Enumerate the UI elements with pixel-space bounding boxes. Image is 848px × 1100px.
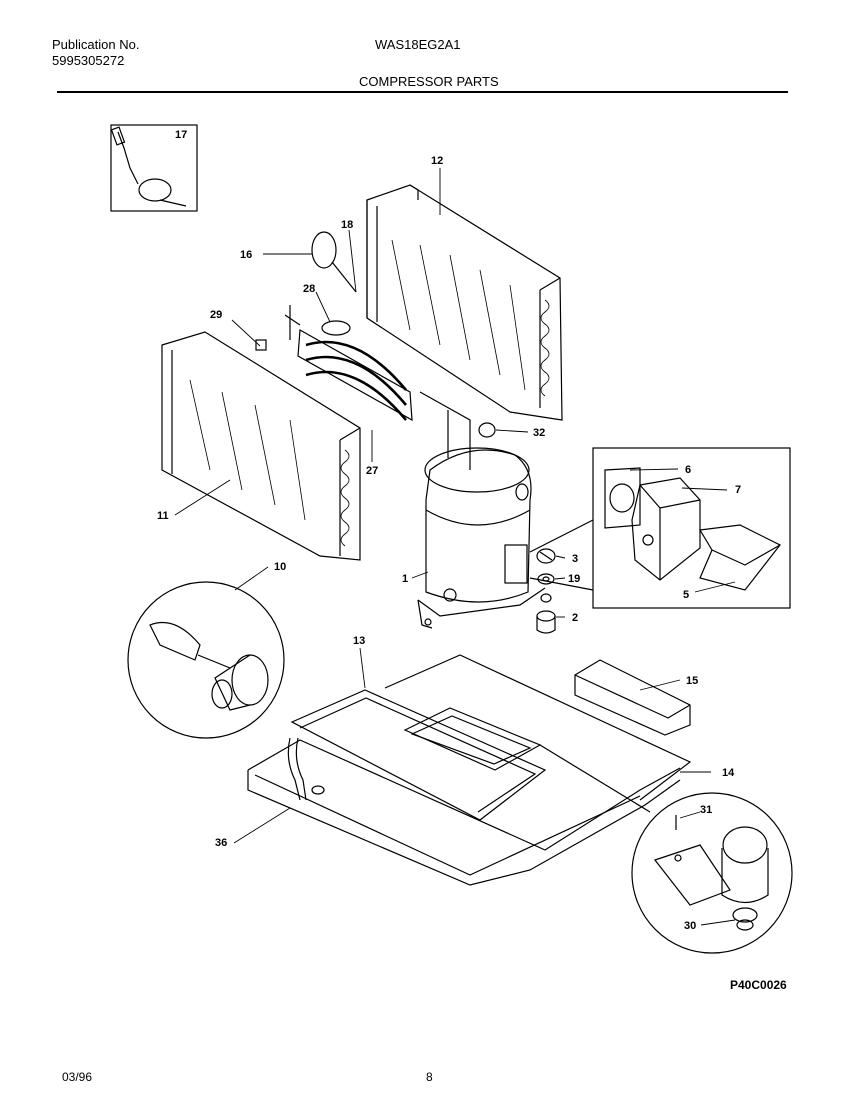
publication-number: 5995305272 xyxy=(52,53,125,68)
callout-6: 6 xyxy=(685,464,691,476)
publication-label: Publication No. xyxy=(52,37,140,52)
detail-circle-30-31 xyxy=(539,744,793,954)
callout-32: 32 xyxy=(533,427,545,439)
page-number: 8 xyxy=(426,1070,433,1084)
base-pan-assembly xyxy=(247,654,692,886)
callout-10: 10 xyxy=(274,561,286,573)
callout-28: 28 xyxy=(303,283,315,295)
detail-circle-10 xyxy=(127,581,285,739)
date-code: 03/96 xyxy=(62,1070,93,1084)
callout-27: 27 xyxy=(366,465,378,477)
callout-11: 11 xyxy=(157,510,169,522)
callout-19: 19 xyxy=(568,573,580,585)
callout-16: 16 xyxy=(240,249,252,261)
callout-13: 13 xyxy=(353,635,365,647)
compressor xyxy=(417,447,546,629)
callout-2: 2 xyxy=(572,612,578,624)
callout-31: 31 xyxy=(700,804,712,816)
condenser-coil xyxy=(366,184,563,421)
callout-30: 30 xyxy=(684,920,696,932)
mount-hardware xyxy=(536,548,556,634)
part-17-inset xyxy=(110,124,198,212)
callout-7: 7 xyxy=(735,484,741,496)
callout-3: 3 xyxy=(572,553,578,565)
model-number: WAS18EG2A1 xyxy=(375,37,461,52)
callout-14: 14 xyxy=(722,767,735,779)
terminal-cover-inset xyxy=(529,447,791,609)
callout-17: 17 xyxy=(175,129,187,141)
callout-18: 18 xyxy=(341,219,353,231)
callout-29: 29 xyxy=(210,309,222,321)
callout-labels: 17 12 18 16 28 29 32 27 11 6 7 3 1 19 5 … xyxy=(157,129,741,932)
callout-15: 15 xyxy=(686,675,698,687)
tubing-assembly xyxy=(255,231,471,470)
callout-12: 12 xyxy=(431,155,443,167)
section-title: COMPRESSOR PARTS xyxy=(359,74,499,89)
leader-lines xyxy=(174,168,736,926)
evaporator-coil xyxy=(161,331,361,561)
header-rule xyxy=(57,91,788,93)
part-32-grommet xyxy=(478,422,496,438)
drawing-code: P40C0026 xyxy=(730,978,787,992)
callout-1: 1 xyxy=(402,573,408,585)
callout-5: 5 xyxy=(683,589,689,601)
callout-36: 36 xyxy=(215,837,227,849)
